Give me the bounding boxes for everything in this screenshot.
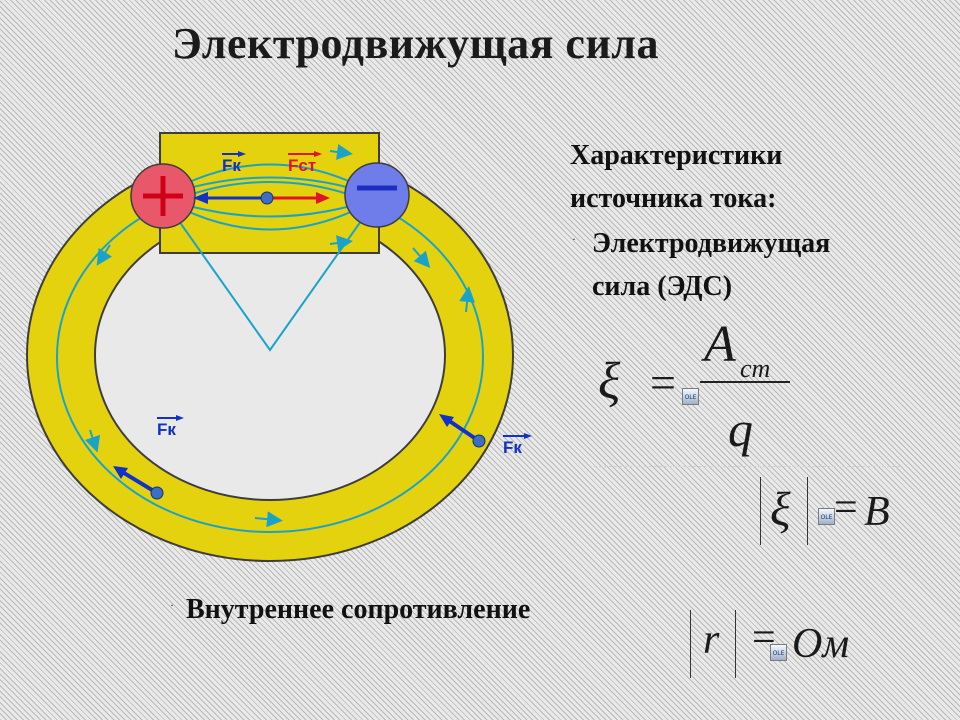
charge-in-source (193, 191, 330, 205)
bullet-marker: · (170, 598, 174, 612)
emf-formula-subscript: ст (740, 354, 771, 383)
emf-formula-equals: = (650, 357, 676, 408)
bullet-resistance: Внутреннее сопротивление (186, 594, 531, 625)
fraction-bar (700, 381, 790, 383)
negative-terminal (344, 162, 410, 228)
resistance-unit-equals: = (752, 615, 776, 661)
emf-formula-denominator: q (728, 401, 753, 457)
force-label-fk-right: Fк (503, 438, 522, 457)
positive-terminal (130, 163, 196, 229)
bullet-emf-line1: Электродвижущая (592, 228, 831, 259)
charge-bottom-right (439, 414, 486, 448)
bullet-emf-line2: сила (ЭДС) (592, 271, 733, 302)
force-label-fk-top: Fк (222, 156, 241, 175)
field-direction-arrows (84, 144, 476, 528)
charge-bottom-left (113, 466, 164, 500)
force-label-vector-marks (157, 151, 532, 439)
ole-object-icon: OLE (682, 388, 699, 405)
emf-formula-lhs: ξ (598, 353, 621, 410)
slide-title: Электродвижущая сила (172, 19, 659, 68)
bullet-marker: · (572, 232, 576, 246)
resistance-unit-symbol: r (703, 617, 720, 663)
characteristics-heading-line1: Характеристики (570, 140, 783, 171)
emf-unit-equals: = (834, 485, 858, 531)
emf-unit-symbol: ξ (770, 483, 791, 536)
emf-unit-bracket (760, 477, 808, 545)
resistance-unit-bracket (690, 610, 736, 678)
characteristics-heading-line2: источника тока: (570, 183, 777, 214)
ole-object-icon: OLE (770, 644, 787, 661)
emf-formula-numerator: A (704, 316, 736, 373)
formula-divider (594, 466, 900, 467)
resistance-unit-value: Ом (792, 621, 850, 667)
force-label-fk-left: Fк (157, 420, 176, 439)
force-label-fst: Fст (288, 156, 317, 175)
ole-object-icon: OLE (818, 508, 835, 525)
emf-unit-value: В (864, 489, 890, 535)
